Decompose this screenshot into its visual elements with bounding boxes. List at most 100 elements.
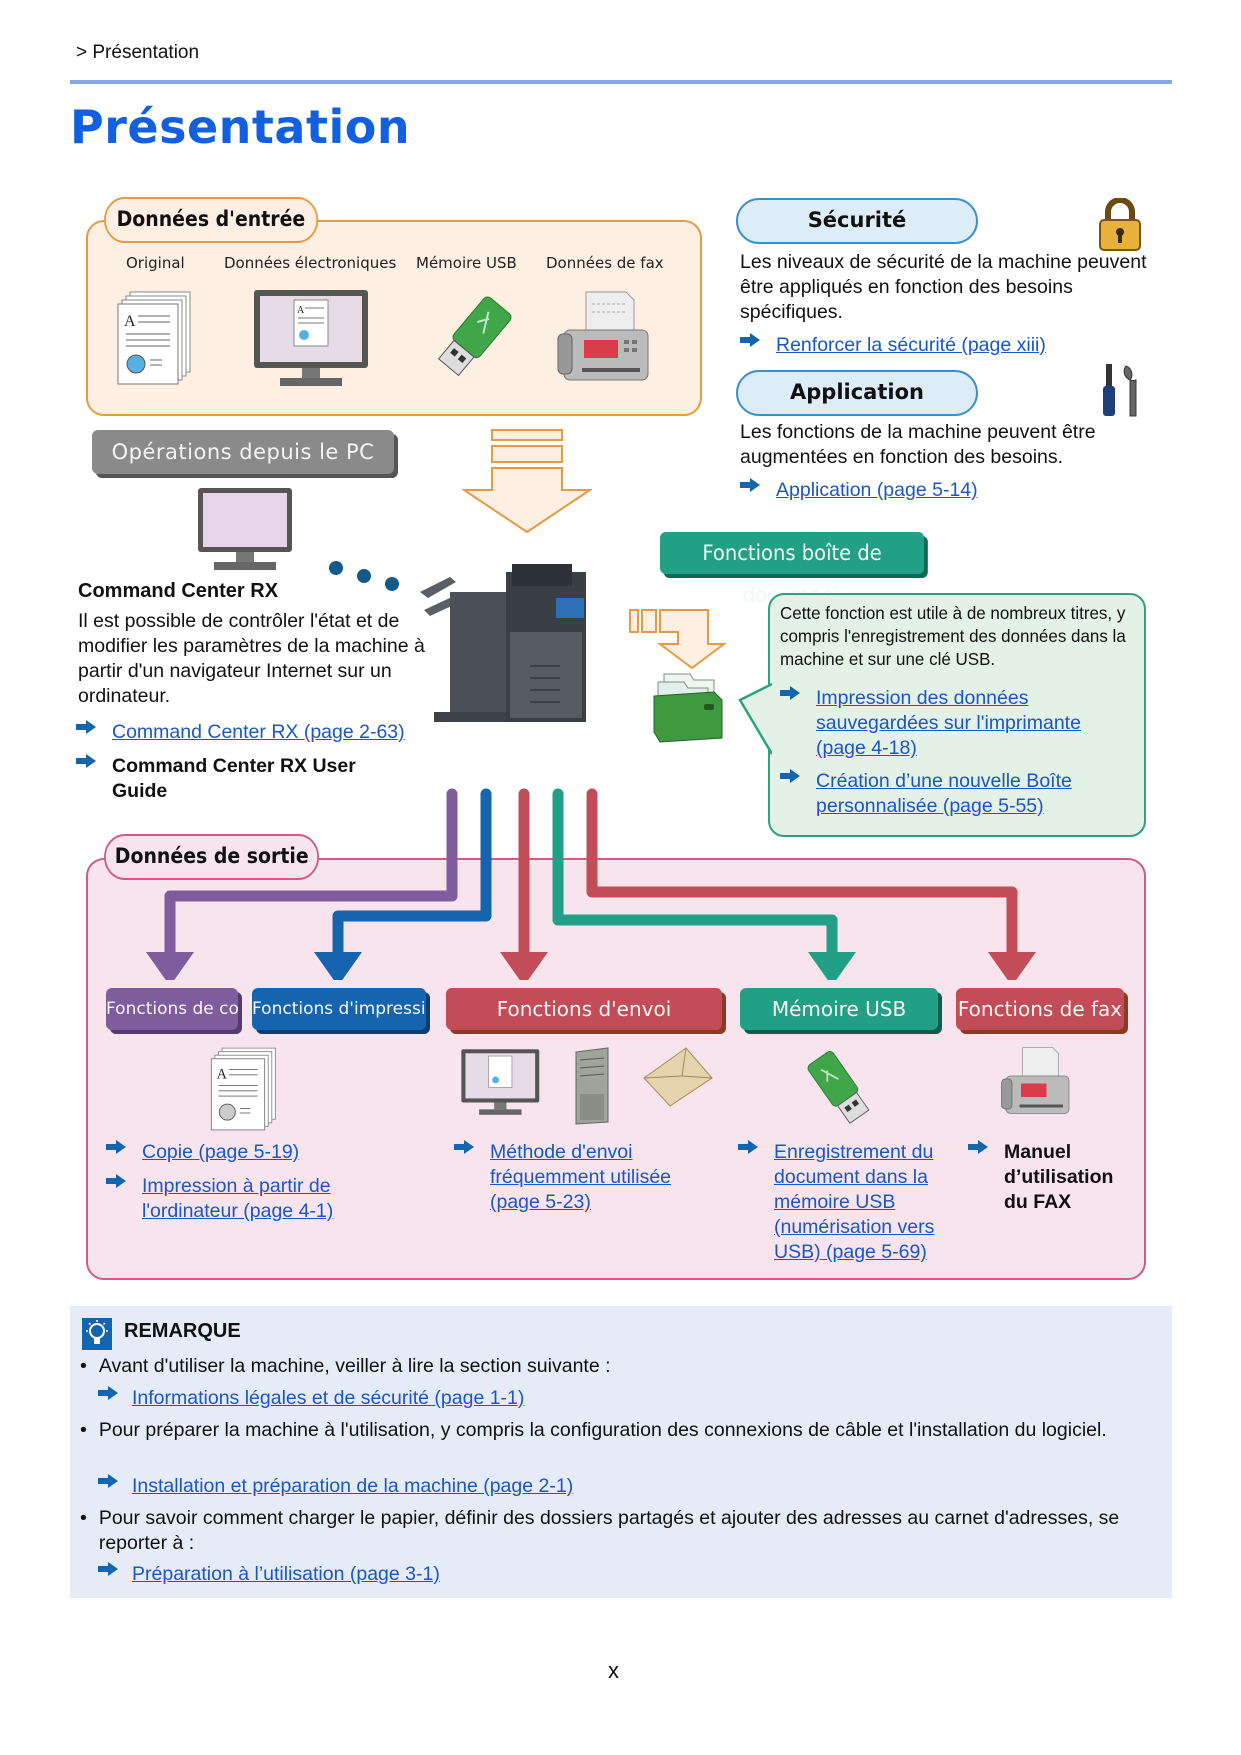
fax-functions-label: Fonctions de fax (956, 988, 1124, 1030)
installation-link[interactable]: Installation et préparation de la machin… (132, 1475, 574, 1497)
security-title: Sécurité (736, 198, 978, 244)
arrow-right-icon (740, 478, 762, 492)
arrow-right-icon (968, 1140, 990, 1154)
command-center-guide-row: Command Center RX User Guide (76, 754, 416, 804)
pc-monitor-icon (198, 488, 292, 570)
bullet: • (80, 1507, 87, 1529)
application-description: Les fonctions de la machine peuvent être… (740, 421, 1096, 468)
copy-link-row: Copie (page 5-19) (106, 1140, 299, 1165)
frequent-send-method-link[interactable]: Méthode d'envoi fréquemment utilisée (pa… (490, 1141, 672, 1213)
lightbulb-note-icon (82, 1318, 112, 1350)
usb-memory-label: Mémoire USB (740, 988, 938, 1030)
application-link-row: Application (page 5-14) (740, 478, 978, 503)
application-link[interactable]: Application (page 5-14) (776, 479, 978, 501)
input-label-fax: Données de fax (546, 254, 664, 272)
monitor-document-icon: A (254, 290, 368, 386)
multifunction-printer-icon (420, 564, 586, 722)
svg-text:A: A (217, 1066, 228, 1082)
input-flow-arrow-icon (462, 429, 592, 534)
command-center-guide-ref: Command Center RX User Guide (112, 755, 356, 802)
security-link[interactable]: Renforcer la sécurité (page xiii) (776, 334, 1046, 356)
remark-item-text: Pour préparer la machine à l'utilisation… (98, 1419, 1107, 1441)
remark-item: • Pour préparer la machine à l'utilisati… (80, 1418, 1160, 1443)
document-box-description: Cette fonction est utile à de nombreux t… (780, 603, 1126, 669)
send-monitor-icon (461, 1049, 540, 1115)
arrow-right-icon (76, 720, 98, 734)
flow-head-usb (808, 952, 856, 980)
fax-guide-row: Manuel d’utilisation du FAX (968, 1140, 1138, 1215)
legal-safety-link[interactable]: Informations légales et de sécurité (pag… (132, 1387, 525, 1409)
arrow-right-icon (98, 1386, 120, 1400)
flow-line-fax (586, 788, 1018, 958)
scan-to-usb-link[interactable]: Enregistrement du document dans la mémoi… (774, 1141, 935, 1263)
printed-document-stack-icon: A (210, 1047, 276, 1131)
bullet: • (80, 1419, 87, 1441)
remark-link-row: Installation et préparation de la machin… (98, 1474, 573, 1499)
security-description: Les niveaux de sécurité de la machine pe… (740, 251, 1147, 323)
svg-text:A: A (124, 313, 136, 330)
usb-link-row: Enregistrement du document dans la mémoi… (738, 1140, 958, 1265)
header-divider (70, 80, 1172, 84)
print-functions-label: Fonctions d'impression (252, 988, 426, 1030)
flow-line-usb (552, 788, 838, 958)
svg-text:A: A (297, 305, 305, 316)
print-saved-data-link[interactable]: Impression des données sauvegardées sur … (816, 687, 1081, 759)
print-from-computer-link[interactable]: Impression à partir de l'ordinateur (pag… (142, 1175, 334, 1222)
bullet: • (80, 1355, 87, 1377)
send-functions-label: Fonctions d'envoi (446, 988, 722, 1030)
input-data-title: Données d'entrée (104, 197, 318, 243)
send-link-row: Méthode d'envoi fréquemment utilisée (pa… (454, 1140, 714, 1215)
security-link-row: Renforcer la sécurité (page xiii) (740, 333, 1046, 358)
fax-output-icon (1001, 1047, 1070, 1114)
input-label-electronic: Données électroniques (224, 254, 397, 272)
application-title: Application (736, 370, 978, 416)
usb-output-icon (807, 1051, 870, 1124)
document-box-folder-icon (653, 673, 723, 743)
document-box-callout (768, 593, 1146, 837)
document-box-flow-arrow-icon (629, 609, 727, 670)
print-link-row: Impression à partir de l'ordinateur (pag… (106, 1174, 406, 1224)
tools-icon (1103, 364, 1137, 417)
document-box-link-row: Impression des données sauvegardées sur … (780, 686, 1140, 761)
arrow-right-icon (76, 754, 98, 768)
fax-guide-ref: Manuel d’utilisation du FAX (1004, 1141, 1114, 1213)
command-center-title: Command Center RX (78, 580, 279, 602)
input-label-original: Original (126, 254, 185, 272)
remark-item-text: Avant d'utiliser la machine, veiller à l… (98, 1355, 611, 1377)
arrow-right-icon (98, 1562, 120, 1576)
breadcrumb[interactable]: > Présentation (76, 42, 200, 63)
remark-panel (70, 1306, 1172, 1598)
arrow-right-icon (106, 1174, 128, 1188)
remark-item-text: Pour savoir comment charger le papier, d… (98, 1507, 1120, 1554)
arrow-right-icon (738, 1140, 760, 1154)
remark-item: • Pour savoir comment charger le papier,… (80, 1506, 1160, 1556)
pc-operations-label: Opérations depuis le PC (92, 430, 394, 474)
arrow-right-icon (98, 1474, 120, 1488)
command-center-link[interactable]: Command Center RX (page 2-63) (112, 721, 405, 743)
callout-pointer (738, 680, 778, 760)
server-tower-icon (575, 1047, 609, 1125)
page-title: Présentation (70, 100, 411, 154)
remark-link-row: Préparation à l’utilisation (page 3-1) (98, 1562, 440, 1587)
preparation-link[interactable]: Préparation à l’utilisation (page 3-1) (132, 1563, 440, 1585)
arrow-right-icon (780, 686, 802, 700)
create-custom-box-link[interactable]: Création d’une nouvelle Boîte personnali… (816, 770, 1072, 817)
flow-head-send (500, 952, 548, 980)
page-number: x (608, 1658, 619, 1683)
remark-link-row: Informations légales et de sécurité (pag… (98, 1386, 524, 1411)
arrow-right-icon (740, 333, 762, 347)
document-box-label: Fonctions boîte de document (660, 532, 925, 607)
copy-functions-label: Fonctions de copie (106, 988, 238, 1030)
copy-link[interactable]: Copie (page 5-19) (142, 1141, 300, 1163)
output-flow-lines (146, 788, 1036, 980)
output-data-title: Données de sortie (104, 834, 320, 880)
flow-head-copy (146, 952, 194, 980)
arrow-right-icon (106, 1140, 128, 1154)
fax-machine-icon (557, 291, 649, 381)
arrow-right-icon (454, 1140, 476, 1154)
flow-head-fax (988, 952, 1036, 980)
connection-dots-icon (329, 561, 399, 591)
command-center-description: Il est possible de contrôler l'état et d… (78, 610, 425, 707)
usb-drive-icon (437, 296, 512, 377)
remark-title: REMARQUE (124, 1320, 241, 1342)
